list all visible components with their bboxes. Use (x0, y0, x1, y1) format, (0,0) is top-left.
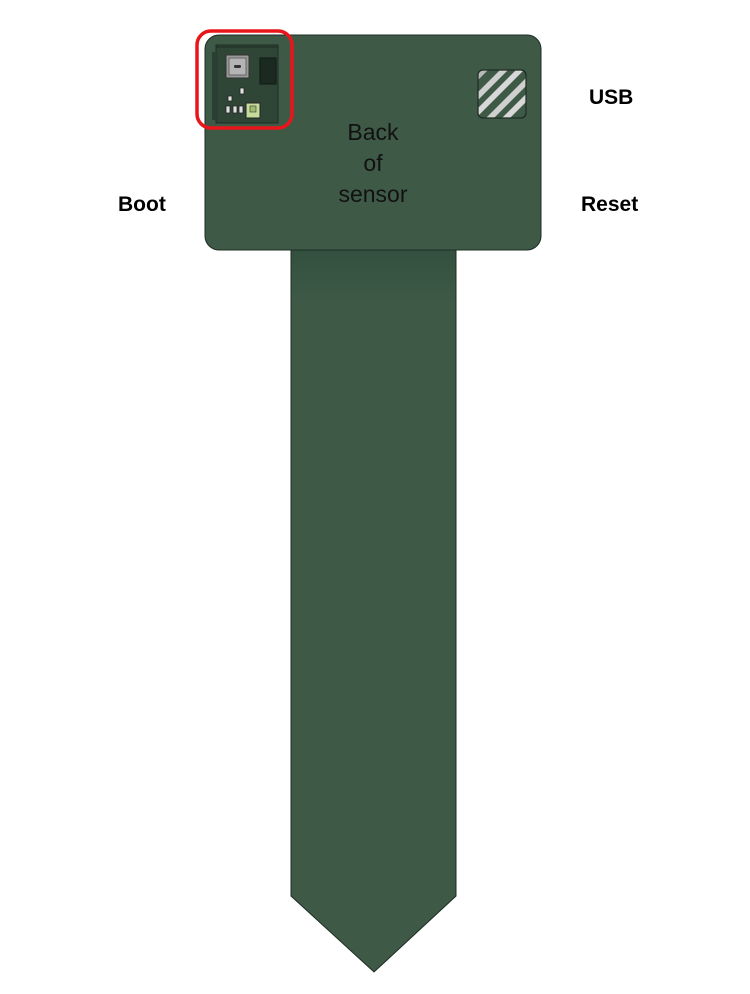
smd-component-icon (232, 105, 238, 114)
led-icon (245, 102, 261, 119)
boot-button-icon (225, 54, 250, 79)
highlight-box (195, 29, 294, 130)
smd-component-icon (238, 105, 244, 114)
smd-component-icon (239, 87, 245, 95)
smd-component-icon (227, 95, 233, 102)
chip-icon (259, 57, 277, 85)
board-text-line: of (363, 150, 383, 176)
reset-label: Reset (581, 193, 639, 216)
boot-label: Boot (118, 193, 166, 216)
probe-neck-shadow (291, 250, 456, 305)
striped-sensor-port-icon (477, 69, 527, 119)
sensor-board (204, 34, 542, 251)
sensor-probe (290, 249, 457, 973)
board-text-line: Back (347, 119, 399, 145)
electronics-module (212, 44, 279, 124)
board-text-line: sensor (338, 181, 408, 207)
smd-component-icon (225, 105, 231, 114)
usb-label: USB (589, 86, 634, 109)
